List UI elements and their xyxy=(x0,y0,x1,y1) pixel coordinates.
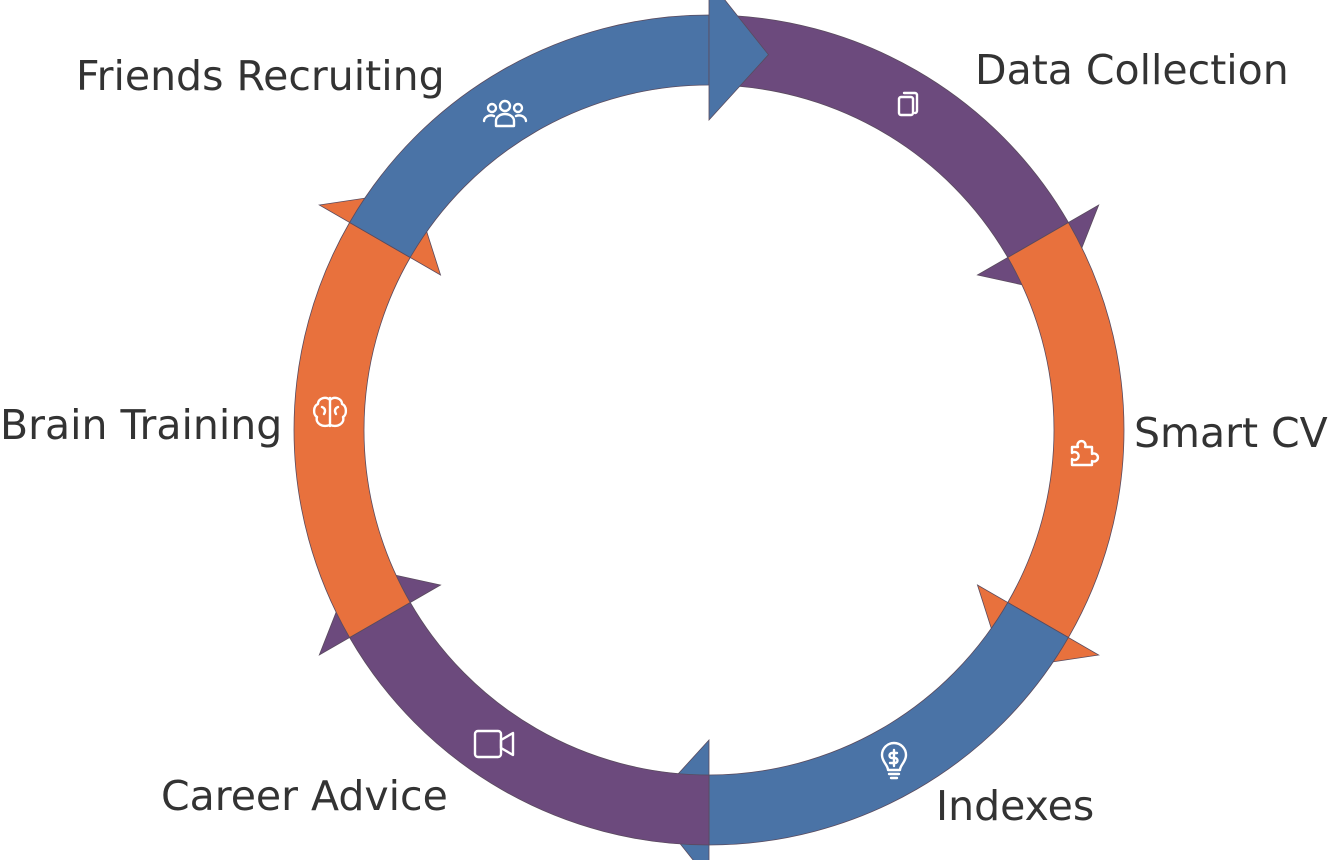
people-group-icon xyxy=(482,99,528,128)
cycle-segments xyxy=(293,0,1125,860)
documents-icon xyxy=(897,91,919,117)
video-camera-icon xyxy=(473,729,515,759)
cycle-segment-smart-cv xyxy=(1007,221,1125,639)
stage-label-indexes: Indexes xyxy=(936,782,1095,830)
cycle-segment-brain-training xyxy=(293,221,411,639)
puzzle-piece-icon xyxy=(1070,439,1100,467)
brain-icon xyxy=(312,396,348,428)
cycle-icons xyxy=(312,91,1100,780)
stage-label-career-advice: Career Advice xyxy=(161,772,448,820)
stage-label-friends-recruiting: Friends Recruiting xyxy=(76,52,445,100)
lightbulb-dollar-icon xyxy=(880,741,908,780)
stage-label-smart-cv: Smart CV xyxy=(1134,409,1328,457)
cycle-arrowhead-friends-recruiting xyxy=(708,0,769,122)
stage-label-data-collection: Data Collection xyxy=(975,46,1289,94)
stage-label-brain-training: Brain Training xyxy=(0,401,283,449)
